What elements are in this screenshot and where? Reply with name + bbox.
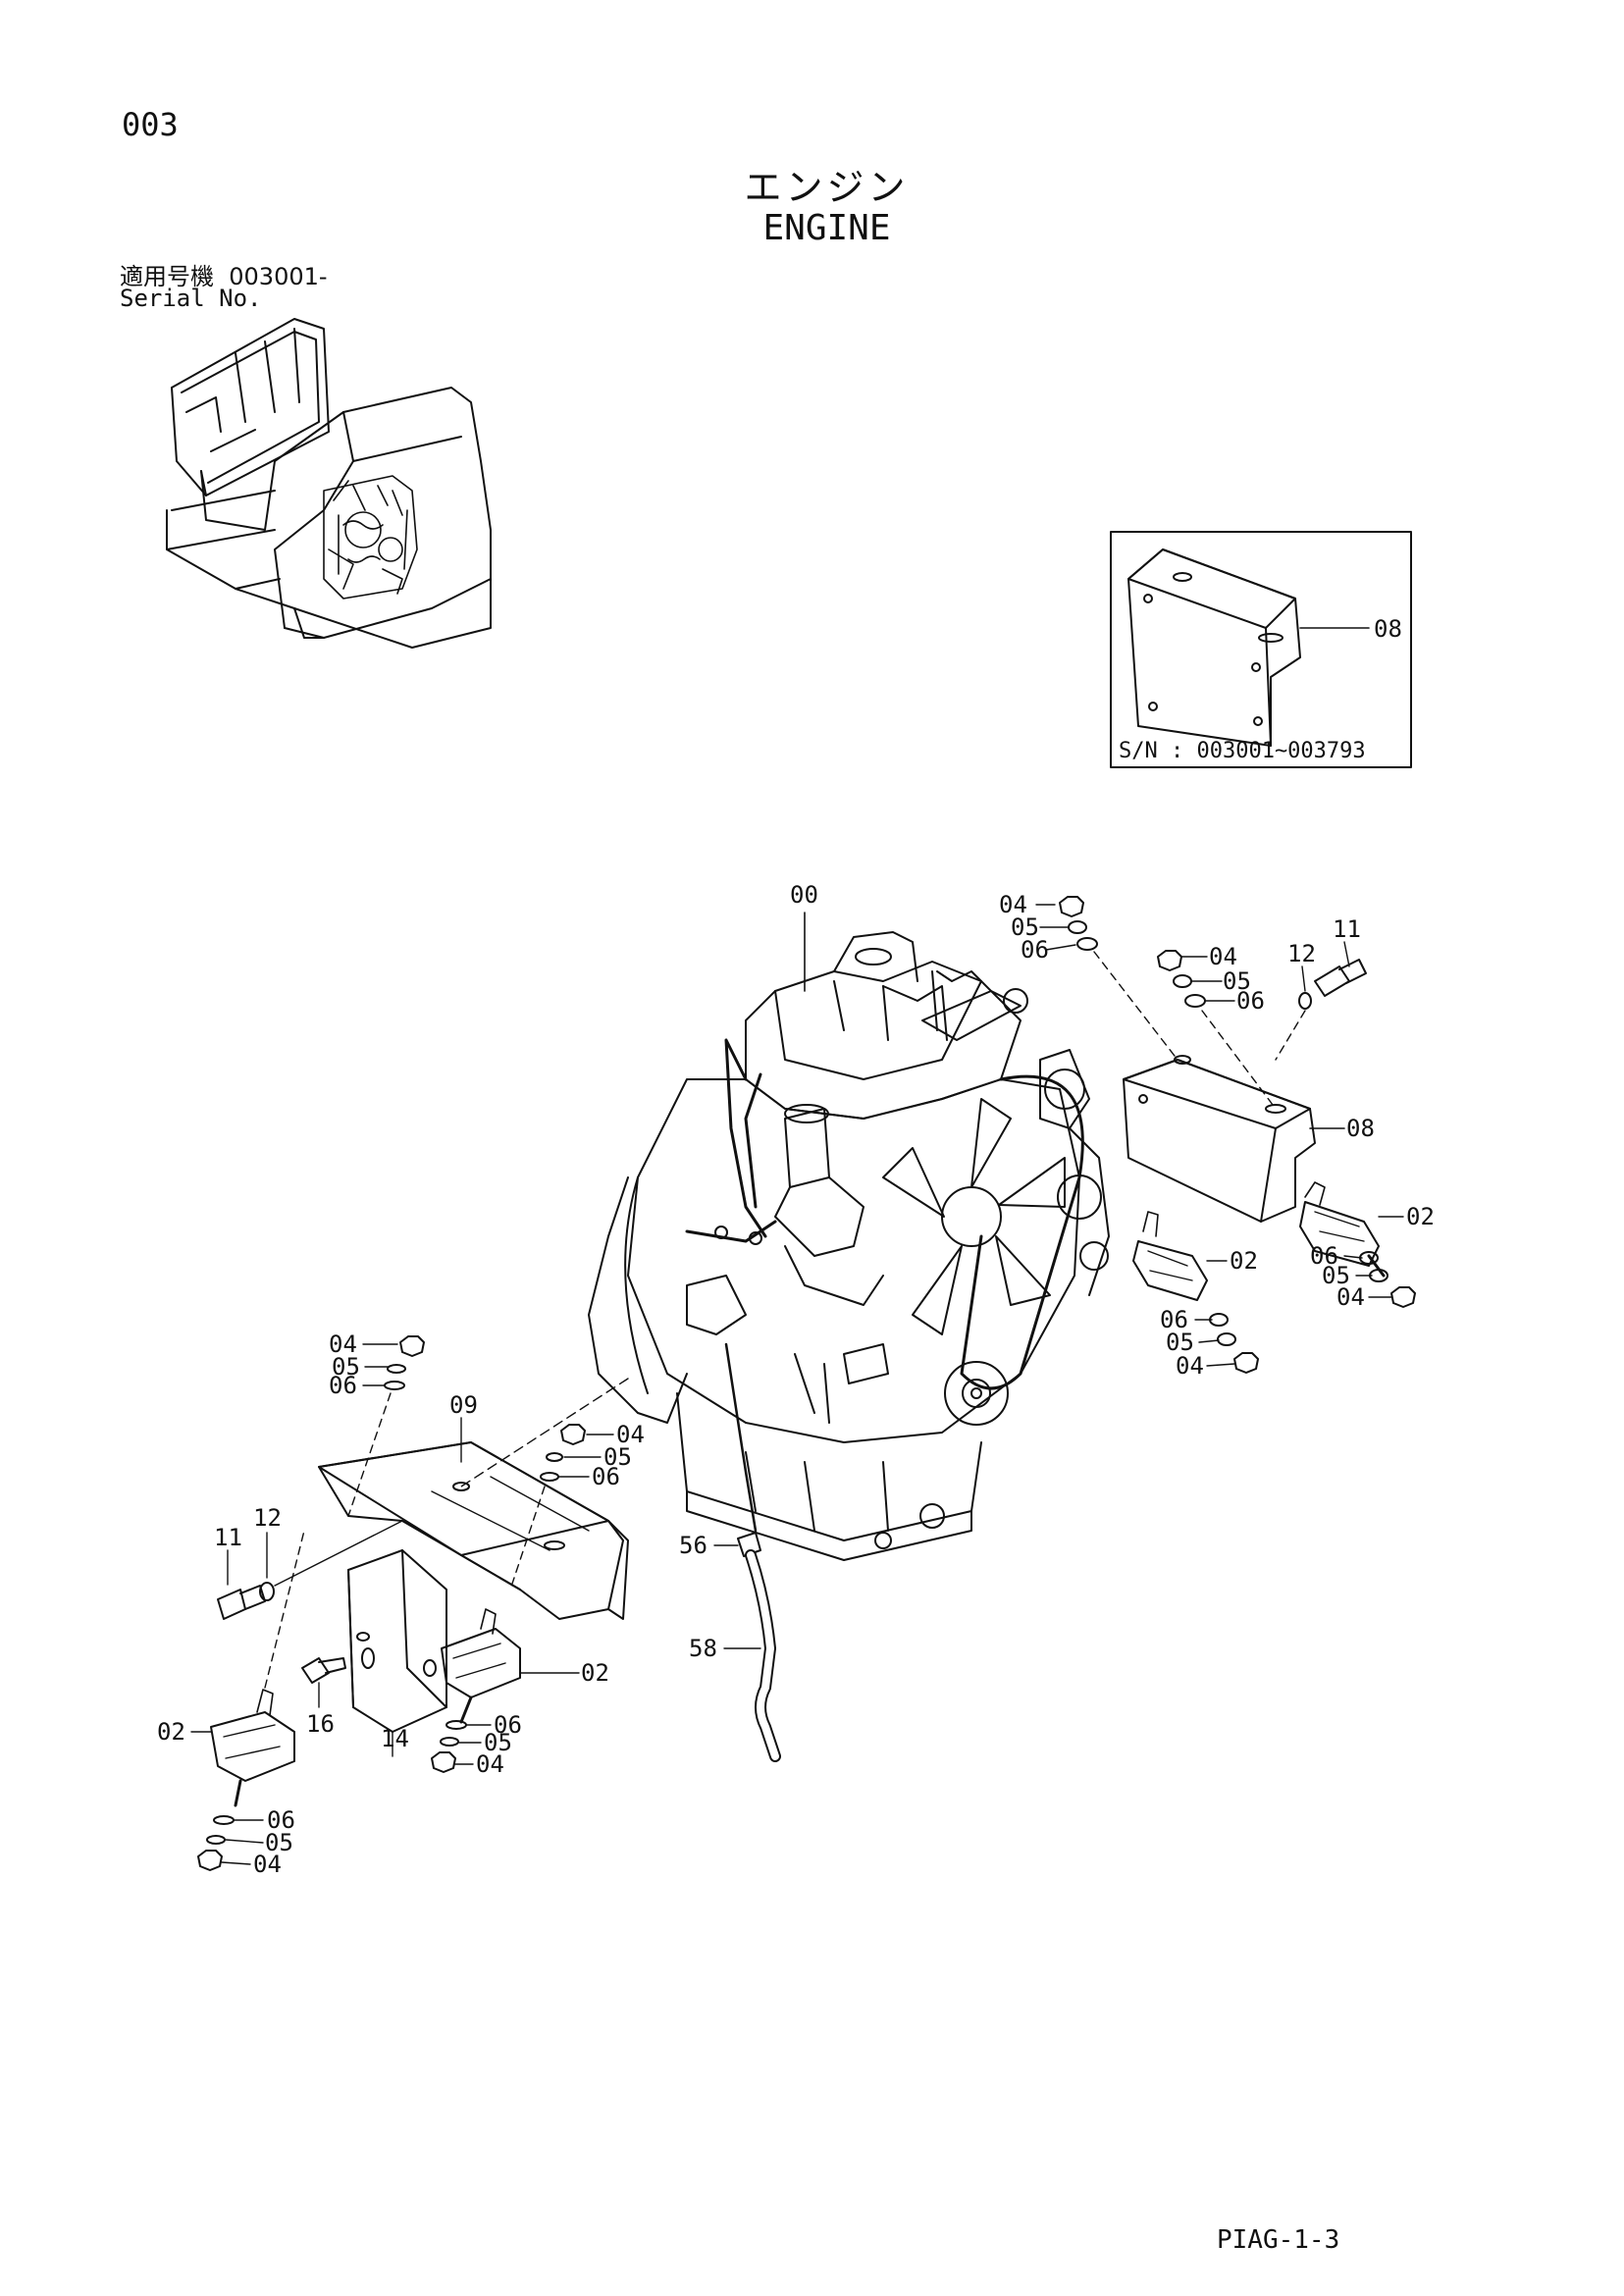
callout-04: 04 [1336, 1283, 1365, 1311]
hose-clamp-56 [737, 1532, 761, 1557]
hardware-stack [1359, 1251, 1416, 1308]
bracket-09 [318, 1441, 624, 1620]
callout-06: 06 [267, 1806, 295, 1834]
callout-05: 05 [1223, 967, 1251, 995]
callout-06: 06 [494, 1711, 522, 1739]
callout-05: 05 [603, 1443, 632, 1471]
inset-part-label: 08 [1374, 615, 1402, 643]
serial-range: 適用号機 003001- [120, 257, 328, 291]
callout-04: 04 [1176, 1352, 1204, 1380]
hardware-stack [197, 1815, 235, 1871]
callout-05: 05 [484, 1729, 512, 1756]
engine-assembly [588, 931, 1110, 1561]
machine-locator-thumbnail [166, 318, 492, 649]
callout-09: 09 [449, 1391, 478, 1419]
left-bracket-group [190, 1335, 629, 1871]
callout-06: 06 [1236, 987, 1265, 1015]
callout-00: 00 [790, 881, 818, 909]
callout-06: 06 [1310, 1242, 1338, 1270]
hardware-stack [1059, 896, 1179, 1061]
callout-04: 04 [616, 1421, 645, 1448]
callout-06: 06 [592, 1463, 620, 1490]
callout-06: 06 [329, 1372, 357, 1399]
serial-label-english: Serial No. [120, 285, 262, 312]
footer-code: PIAG-1-3 [1217, 2225, 1340, 2255]
serial-value: 003001- [229, 263, 328, 290]
page-code: 003 [122, 106, 179, 143]
inset-serial-caption: S/N : 003001~003793 [1119, 739, 1366, 763]
rubber-mount [1132, 1211, 1208, 1301]
serial-label-japanese: 適用号機 [120, 263, 214, 290]
hardware-stack [509, 1424, 586, 1591]
hardware-stack [1157, 950, 1277, 1110]
hardware-stack [1209, 1313, 1259, 1374]
callout-02: 02 [157, 1718, 185, 1746]
cooling-fan [882, 1098, 1066, 1335]
callout-04: 04 [253, 1851, 282, 1878]
callout-04: 04 [329, 1331, 357, 1358]
callout-04: 04 [476, 1750, 504, 1778]
callout-02: 02 [581, 1659, 609, 1687]
hardware-stack [347, 1335, 425, 1517]
page-title-english: ENGINE [762, 208, 891, 248]
callout-05: 05 [1011, 913, 1039, 941]
page-title-japanese: エンジン [744, 166, 910, 209]
callout-05: 05 [1166, 1329, 1194, 1356]
callout-06: 06 [1160, 1306, 1188, 1333]
callout-04: 04 [999, 891, 1027, 918]
rubber-mount [1299, 1181, 1386, 1278]
inset-bracket-plate [1127, 548, 1301, 747]
rubber-mount [441, 1608, 521, 1724]
callout-14: 14 [381, 1725, 409, 1752]
bolt-16 [301, 1657, 346, 1684]
plate-14 [347, 1549, 447, 1733]
callout-12: 12 [1287, 940, 1316, 967]
callout-02: 02 [1230, 1247, 1258, 1275]
callout-05: 05 [265, 1829, 293, 1856]
callout-16: 16 [306, 1710, 335, 1738]
callout-04: 04 [1209, 943, 1237, 970]
bolt-and-washer [1275, 959, 1367, 1061]
drain-hose-group [713, 1532, 781, 1762]
callout-08: 08 [1346, 1115, 1375, 1142]
callout-11: 11 [1333, 915, 1361, 943]
callout-56: 56 [679, 1532, 707, 1559]
callout-02: 02 [1406, 1203, 1435, 1230]
callout-12: 12 [253, 1504, 282, 1532]
callout-11: 11 [214, 1524, 242, 1551]
bolt-and-washer [217, 1520, 403, 1620]
inset-bracket-box: 08 S/N : 003001~003793 [1110, 531, 1412, 768]
callout-06: 06 [1021, 936, 1049, 964]
right-bracket-group [1035, 896, 1416, 1374]
callout-05: 05 [1322, 1262, 1350, 1289]
rubber-mount [210, 1530, 305, 1807]
callout-58: 58 [689, 1635, 717, 1662]
callout-05: 05 [332, 1353, 360, 1381]
bracket-08 [1123, 1059, 1316, 1223]
